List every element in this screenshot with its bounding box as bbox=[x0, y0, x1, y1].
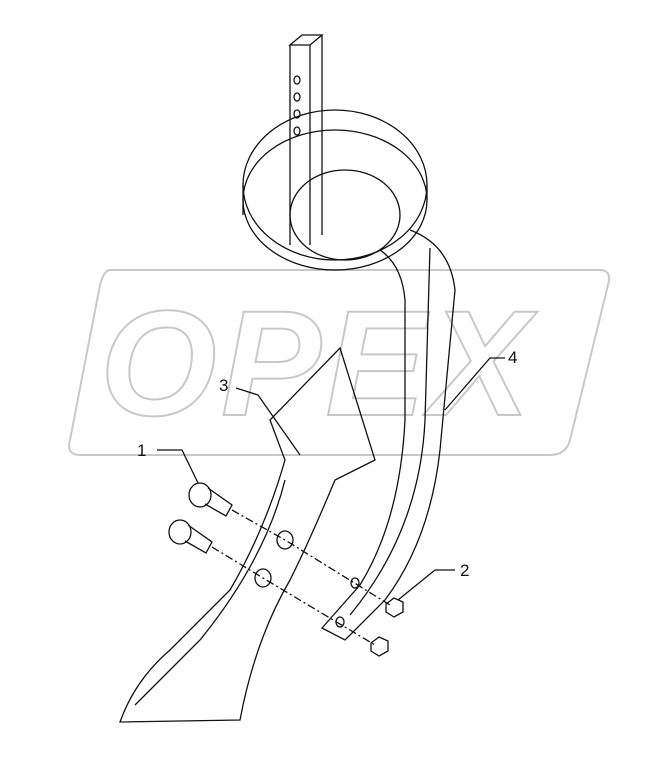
callout-2: 2 bbox=[460, 561, 470, 580]
tine-coil bbox=[242, 109, 428, 271]
svg-text:OPEX: OPEX bbox=[100, 279, 538, 447]
leader-1 bbox=[157, 449, 199, 484]
callout-4: 4 bbox=[508, 348, 518, 367]
leader-2 bbox=[397, 569, 455, 601]
nut bbox=[370, 597, 404, 657]
bolt bbox=[168, 482, 233, 554]
share bbox=[119, 346, 376, 723]
callout-3: 3 bbox=[219, 376, 229, 395]
callout-1: 1 bbox=[137, 441, 147, 460]
tine-shank bbox=[288, 34, 324, 245]
leader-4 bbox=[444, 357, 505, 411]
watermark-logo: OPEX bbox=[68, 269, 610, 456]
tine-leg bbox=[320, 229, 456, 641]
leader-3 bbox=[235, 387, 301, 456]
